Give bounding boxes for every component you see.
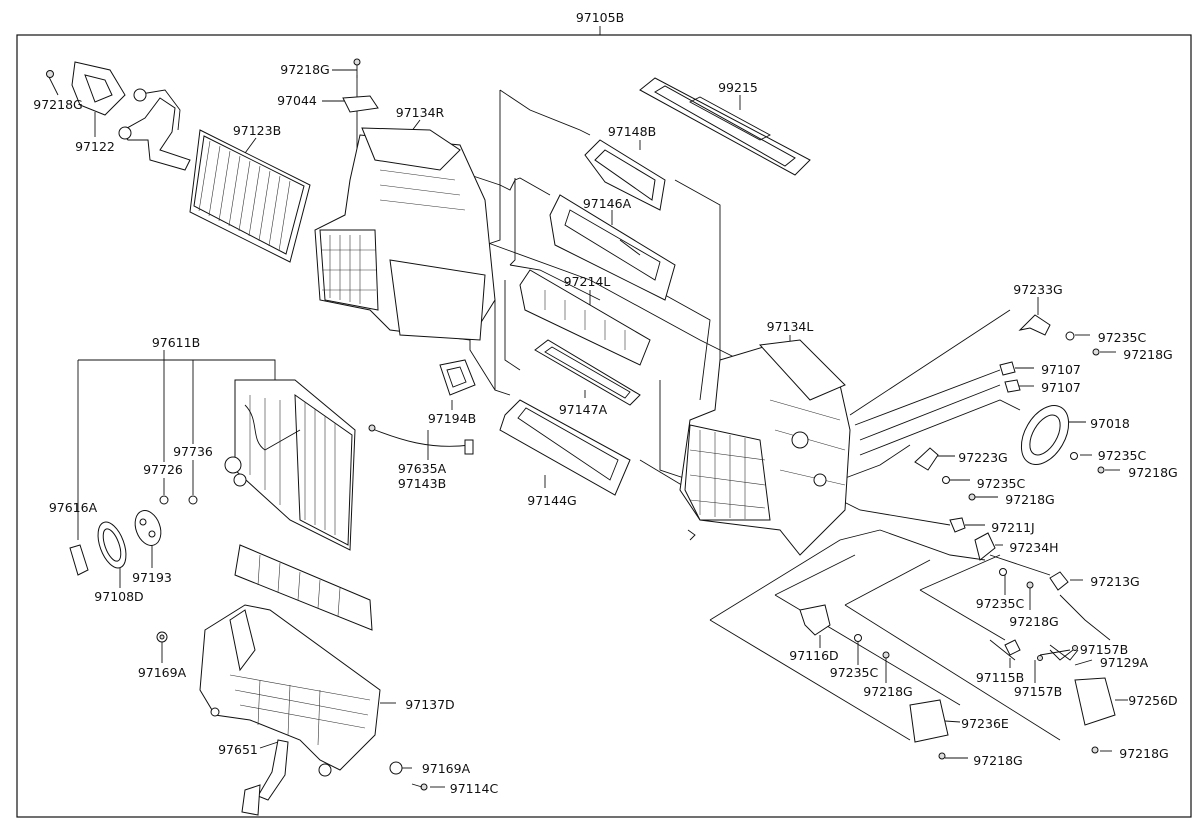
part-label: 97218G xyxy=(1119,746,1168,761)
part-label: 97235C xyxy=(976,596,1025,611)
fasteners-lower xyxy=(156,631,428,791)
part-label: 97115B xyxy=(976,670,1024,685)
part-label: 97146A xyxy=(583,196,632,211)
heater-core-97123b xyxy=(189,129,311,263)
part-label: 97214L xyxy=(564,274,611,289)
part-label: 97233G xyxy=(1013,282,1062,297)
part-label: 97122 xyxy=(75,139,115,154)
part-label: 97218G xyxy=(33,97,82,112)
part-label: 97169A xyxy=(138,665,187,680)
duct-97146a xyxy=(549,194,676,301)
part-label: 97137D xyxy=(405,697,454,712)
part-label: 97235C xyxy=(977,476,1026,491)
part-label: 97169A xyxy=(422,761,471,776)
part-label: 97143B xyxy=(398,476,446,491)
part-label: 97736 xyxy=(173,444,213,459)
part-label: 97157B xyxy=(1014,684,1062,699)
part-label: 97123B xyxy=(233,123,281,138)
part-label: 97108D xyxy=(94,589,143,604)
part-label: 97107 xyxy=(1041,362,1081,377)
lower-case-97137d xyxy=(199,544,381,777)
part-label: 97116D xyxy=(789,648,838,663)
seals-left xyxy=(69,495,198,576)
part-label: 97218G xyxy=(1123,347,1172,362)
part-label: 97148B xyxy=(608,124,656,139)
part-label: 97157B xyxy=(1080,642,1128,657)
heater-pipes xyxy=(118,88,191,171)
assembly-number: 97105B xyxy=(576,10,624,25)
duct-97148b xyxy=(584,139,666,211)
leader-lines xyxy=(47,69,1128,788)
clip-97044 xyxy=(342,58,379,113)
part-label: 97213G xyxy=(1090,574,1139,589)
diagram-frame xyxy=(16,34,1192,818)
part-label: 97193 xyxy=(132,570,172,585)
frame-97144g xyxy=(499,399,631,496)
part-label: 97129A xyxy=(1100,655,1149,670)
part-label: 97218G xyxy=(1128,465,1177,480)
part-label: 97235C xyxy=(830,665,879,680)
evaporator-97611b xyxy=(224,379,356,551)
part-label: 97616A xyxy=(49,500,98,515)
part-label: 97235C xyxy=(1098,330,1147,345)
part-label: 97147A xyxy=(559,402,608,417)
part-number-labels: 97218G 97122 97218G 97044 97134R 97123B 99215 9… xyxy=(33,62,1177,796)
part-label: 97134R xyxy=(396,105,445,120)
part-label: 97256D xyxy=(1128,693,1177,708)
filter-99215 xyxy=(639,77,811,176)
drain-97651 xyxy=(241,739,289,816)
case-right-97134r xyxy=(314,127,496,341)
part-label: 97211J xyxy=(991,520,1034,535)
part-label: 97218G xyxy=(1005,492,1054,507)
part-label: 97194B xyxy=(428,411,476,426)
part-label: 97218G xyxy=(973,753,1022,768)
part-label: 97044 xyxy=(277,93,317,108)
part-label: 99215 xyxy=(718,80,758,95)
sensor-97635a xyxy=(368,424,474,455)
part-label: 97651 xyxy=(218,742,258,757)
case-left-97134l xyxy=(679,339,851,556)
part-label: 97235C xyxy=(1098,448,1147,463)
bracket-97122 xyxy=(46,61,126,116)
part-label: 97635A xyxy=(398,461,447,476)
part-label: 97218G xyxy=(863,684,912,699)
part-label: 97218G xyxy=(1009,614,1058,629)
part-label: 97134L xyxy=(767,319,814,334)
part-label: 97018 xyxy=(1090,416,1130,431)
part-label: 97611B xyxy=(152,335,200,350)
part-label: 97223G xyxy=(958,450,1007,465)
part-label: 97726 xyxy=(143,462,183,477)
part-label: 97218G xyxy=(280,62,329,77)
part-label: 97107 xyxy=(1041,380,1081,395)
part-label: 97144G xyxy=(527,493,576,508)
part-label: 97234H xyxy=(1009,540,1058,555)
part-label: 97114C xyxy=(450,781,499,796)
seal-97194b xyxy=(439,359,476,396)
small-parts-right xyxy=(799,314,1116,760)
duct-97147a xyxy=(534,339,641,406)
duct-97214l xyxy=(519,269,651,366)
part-label: 97236E xyxy=(961,716,1009,731)
